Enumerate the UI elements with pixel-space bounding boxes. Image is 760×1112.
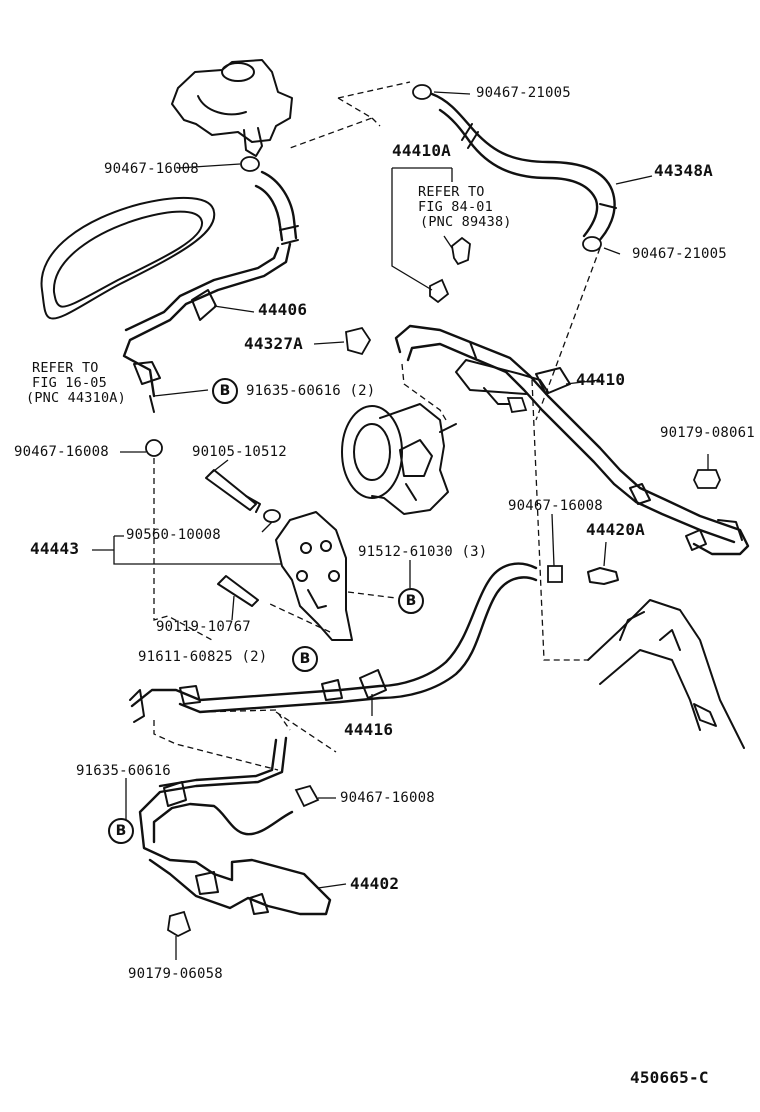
badge-b-middle: B [292, 646, 318, 672]
clip-44327A [345, 326, 372, 356]
label-91635-60616: 91635-60616 [76, 763, 171, 779]
refer-to-fig-84-line1: REFER TO [418, 184, 485, 200]
power-steering-pump [341, 403, 457, 515]
label-90467-21005-top: 90467-21005 [476, 85, 571, 101]
bolt-90105-10512 [205, 469, 261, 513]
figure-code: 450665-C [630, 1068, 709, 1087]
union-44420A [587, 567, 619, 585]
badge-b-top: B [212, 378, 238, 404]
fitting-44410A [429, 235, 471, 304]
label-44410: 44410 [576, 370, 626, 389]
suction-hose-44406 [122, 156, 299, 413]
drive-belt [40, 196, 216, 320]
reservoir-tank [171, 59, 293, 157]
label-44348A: 44348A [654, 161, 713, 180]
label-90467-16008-right: 90467-16008 [508, 498, 603, 514]
refer-to-fig-84-line2: FIG 84-01 [418, 199, 493, 215]
leader-44443 [92, 535, 282, 565]
label-44402: 44402 [350, 874, 400, 893]
return-hose-44348A [412, 84, 617, 252]
label-91611-60825-2: 91611-60825 (2) [138, 649, 268, 665]
label-44410A: 44410A [392, 141, 451, 160]
cooler-tube-44402 [138, 736, 332, 916]
clamp-right [547, 565, 563, 583]
label-90467-16008-bottom: 90467-16008 [340, 790, 435, 806]
tank-reference-dashline [289, 81, 411, 149]
label-90119-10767: 90119-10767 [156, 619, 251, 635]
refer-to-fig-16-line3: (PNC 44310A) [26, 390, 126, 406]
pump-bracket-44443 [275, 511, 353, 641]
label-90179-08061: 90179-08061 [660, 425, 755, 441]
badge-b-bottom: B [108, 818, 134, 844]
clamp-bottom [294, 784, 320, 808]
washer-90560-10008 [263, 509, 281, 523]
refer-to-fig-16-line2: FIG 16-05 [32, 375, 107, 391]
label-90105-10512: 90105-10512 [192, 444, 287, 460]
leader-44410A [391, 167, 453, 291]
label-44420A: 44420A [586, 520, 645, 539]
label-91635-60616-2: 91635-60616 (2) [246, 383, 376, 399]
label-90560-10008: 90560-10008 [126, 527, 221, 543]
label-44327A: 44327A [244, 334, 303, 353]
nut-90179-08061 [693, 469, 721, 489]
steering-gear [587, 599, 745, 749]
label-91512-61030-3: 91512-61030 (3) [358, 544, 488, 560]
nut-90179-06058 [167, 910, 192, 938]
label-44406: 44406 [258, 300, 308, 319]
bolt-90119-10767 [217, 575, 259, 607]
pressure-line-44410 [394, 324, 750, 556]
badge-b-bracket: B [398, 588, 424, 614]
label-90467-21005-mid: 90467-21005 [632, 246, 727, 262]
label-90179-06058: 90179-06058 [128, 966, 223, 982]
label-90467-16008-top: 90467-16008 [104, 161, 199, 177]
refer-to-fig-84-line3: (PNC 89438) [420, 214, 512, 230]
clamp-left [145, 439, 163, 457]
label-44416: 44416 [344, 720, 394, 739]
label-44443: 44443 [30, 539, 80, 558]
label-90467-16008-left: 90467-16008 [14, 444, 109, 460]
refer-to-fig-16-line1: REFER TO [32, 360, 99, 376]
return-hose-44416 [129, 562, 538, 723]
